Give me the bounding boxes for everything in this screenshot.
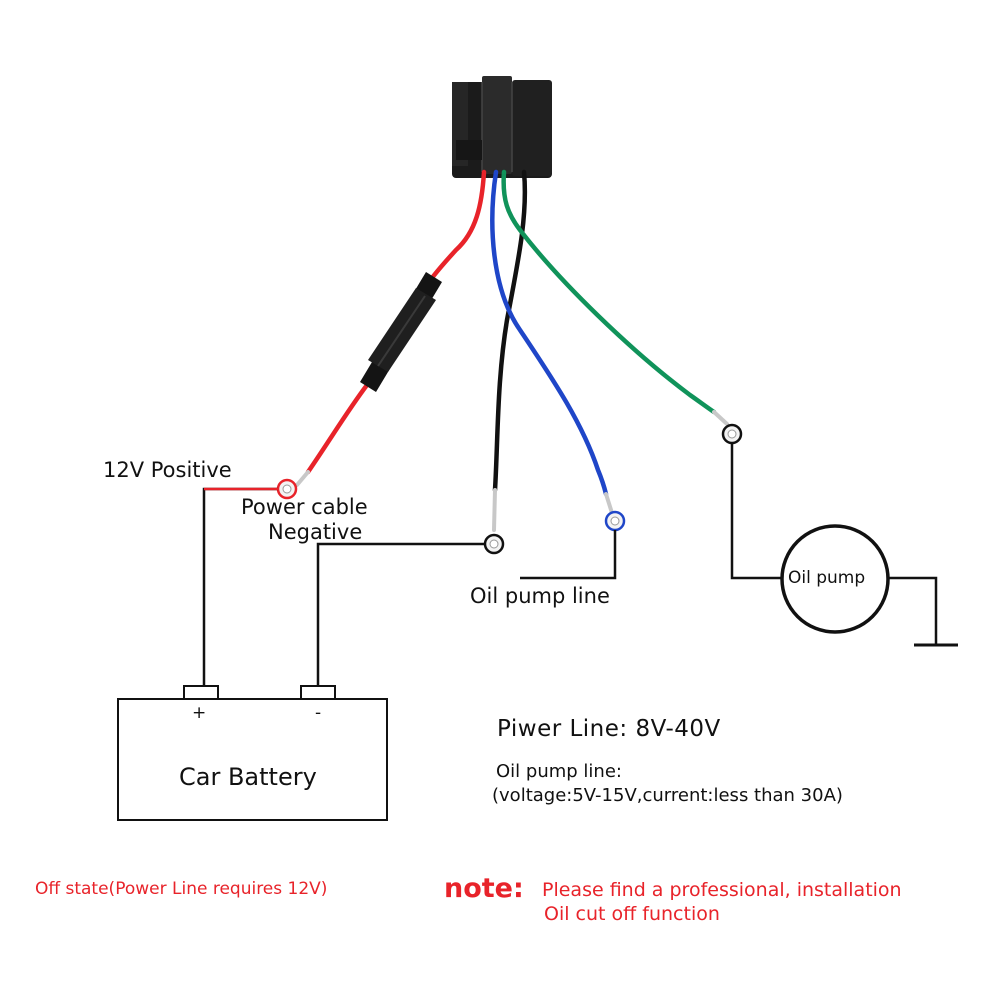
battery-plus-label: + <box>192 703 207 723</box>
blue-oil-pump-wire <box>490 169 614 515</box>
power-line-spec: Piwer Line: 8V-40V <box>497 716 721 742</box>
fuse-holder <box>360 272 442 392</box>
note-line-1: Please find a professional, installation <box>542 879 902 901</box>
note-label: note: <box>444 873 524 904</box>
oil-pump-label: Oil pump <box>788 568 866 588</box>
oil-line-spec-detail: (voltage:5V-15V,current:less than 30A) <box>492 785 843 806</box>
off-state-note: Off state(Power Line requires 12V) <box>35 879 328 899</box>
oil-pump-line-connector <box>520 530 617 580</box>
ring-terminal-black <box>483 533 505 555</box>
green-oil-pump-wire <box>501 169 729 426</box>
car-battery <box>117 685 388 821</box>
battery-minus-label: - <box>315 703 322 723</box>
red-power-wire <box>295 169 487 487</box>
negative-label: Negative <box>268 520 363 544</box>
oil-pump-symbol <box>780 524 890 634</box>
oil-pump-line-label: Oil pump line <box>470 584 610 608</box>
note-line-2: Oil cut off function <box>544 903 720 925</box>
pump-ground-line <box>888 576 938 645</box>
relay-connector <box>452 76 552 178</box>
positive-label: 12V Positive <box>103 458 232 482</box>
ring-terminal-green <box>721 423 743 445</box>
power-cable-label: Power cable <box>241 495 368 519</box>
black-ground-wire <box>492 169 528 532</box>
oil-line-spec-title: Oil pump line: <box>496 761 622 782</box>
battery-label: Car Battery <box>179 763 317 791</box>
negative-connection-line <box>316 542 485 686</box>
ring-terminal-blue <box>604 510 626 532</box>
pump-supply-line <box>730 443 782 580</box>
